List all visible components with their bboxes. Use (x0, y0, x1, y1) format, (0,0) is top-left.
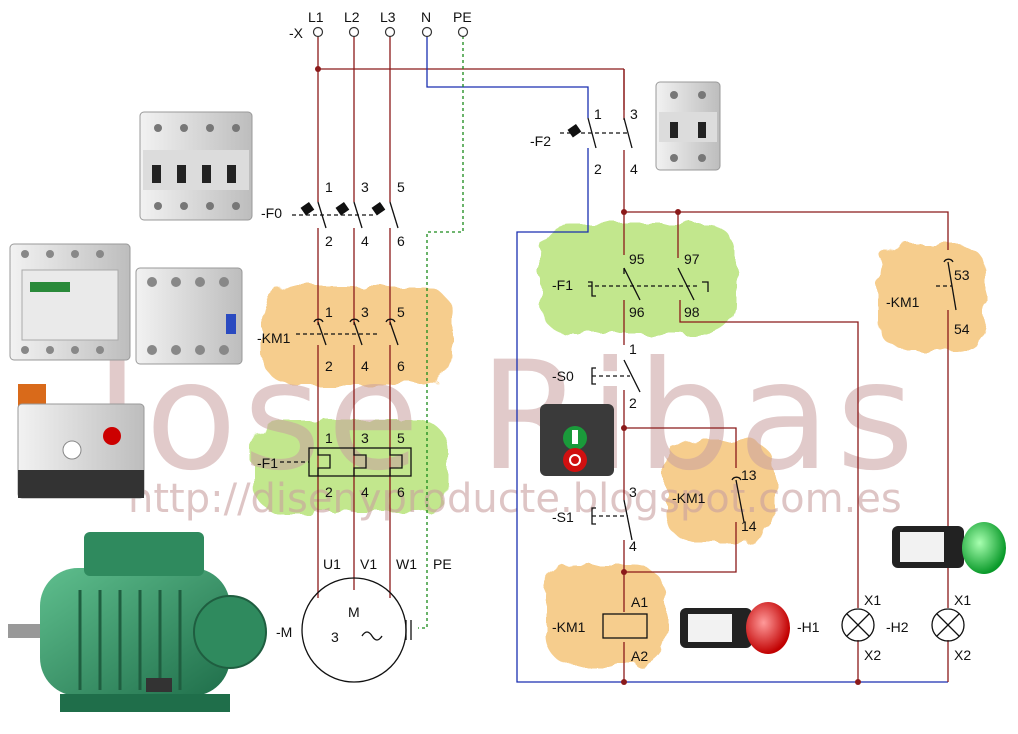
coil-tag: -KM1 (552, 619, 586, 635)
km1-14: 14 (741, 518, 757, 534)
s1-3: 3 (629, 484, 637, 500)
green-pilot-lamp-photo-icon (892, 522, 1006, 574)
lamp-run-symbol (931, 608, 965, 642)
overload-f1-tag: -F1 (257, 455, 278, 471)
f2-top-3: 3 (630, 106, 638, 122)
breaker-f0-tag: -F0 (261, 205, 282, 221)
s0-1: 1 (629, 341, 637, 357)
f0-bot-2: 2 (325, 233, 333, 249)
coil-km1 (602, 613, 648, 639)
line-label-n: N (421, 9, 431, 25)
line-label-l2: L2 (344, 9, 360, 25)
aux-contact-km1 (936, 258, 957, 311)
watermark-url: http://disenyproducte.blogspot.com.es (128, 476, 902, 522)
breaker-f0 (292, 201, 399, 229)
run-lamp-x1: X1 (954, 592, 971, 608)
f1-bot-4: 4 (361, 484, 369, 500)
km1-top-5: 5 (397, 304, 405, 320)
breaker-f2 (560, 117, 633, 149)
motor-phases: 3 (331, 629, 339, 645)
km1-bot-4: 4 (361, 358, 369, 374)
f1-top-1: 1 (325, 430, 333, 446)
run-lamp-x2: X2 (954, 647, 971, 663)
red-pilot-lamp-photo-icon (680, 602, 790, 654)
motor-symbol-m: M (348, 604, 360, 620)
f2-bot-2: 2 (594, 161, 602, 177)
breaker-4p-photo-icon (139, 111, 253, 221)
highlight-blobs (252, 224, 986, 665)
f0-bot-4: 4 (361, 233, 369, 249)
motor-w1: W1 (396, 556, 417, 572)
km1-13: 13 (741, 467, 757, 483)
km1-top-3: 3 (361, 304, 369, 320)
stop-button-s0 (591, 359, 641, 393)
contactor-km1-main (296, 318, 399, 346)
coil-a1: A1 (631, 594, 648, 610)
lamp-h1-tag: -H1 (797, 619, 820, 635)
overload-f1 (280, 447, 412, 477)
f1-top-3: 3 (361, 430, 369, 446)
coil-a2: A2 (631, 648, 648, 664)
motor-pe: PE (433, 556, 452, 572)
s1-4: 4 (629, 538, 637, 554)
neutral-wire (426, 36, 948, 683)
overload-relay-photo-icon (17, 384, 145, 499)
holding-contact-km1 (731, 476, 745, 523)
line-label-l1: L1 (308, 9, 324, 25)
motor-tag: -M (276, 624, 292, 640)
pushbutton-station-photo-icon (540, 404, 614, 476)
lamp-h2-tag: -H2 (886, 619, 909, 635)
breaker-f2-tag: -F2 (530, 133, 551, 149)
km1-53: 53 (954, 267, 970, 283)
motor-photo-icon (8, 532, 267, 712)
start-button-tag: -S1 (552, 509, 574, 525)
holding-contact-tag: -KM1 (672, 490, 706, 506)
f2-bot-4: 4 (630, 161, 638, 177)
motor-v1: V1 (360, 556, 377, 572)
f1-bot-2: 2 (325, 484, 333, 500)
line-label-pe: PE (453, 9, 472, 25)
f1-97: 97 (684, 251, 700, 267)
overload-contacts-tag: -F1 (552, 277, 573, 293)
f1-top-5: 5 (397, 430, 405, 446)
start-button-s1 (591, 499, 633, 541)
aux-block-photo-icon (135, 267, 243, 365)
motor-u1: U1 (323, 556, 341, 572)
f1-95: 95 (629, 251, 645, 267)
overload-contacts-f1 (588, 267, 709, 301)
terminal-strip (312, 26, 469, 38)
terminal-strip-label: -X (289, 25, 304, 41)
km1-bot-6: 6 (397, 358, 405, 374)
f0-top-3: 3 (361, 179, 369, 195)
line-label-l3: L3 (380, 9, 396, 25)
km1-54: 54 (954, 321, 970, 337)
motor-symbol (301, 577, 412, 683)
lamp-h2-symbol (841, 608, 875, 642)
km1-bot-2: 2 (325, 358, 333, 374)
f1-bot-6: 6 (397, 484, 405, 500)
stop-button-tag: -S0 (552, 368, 574, 384)
s0-2: 2 (629, 395, 637, 411)
earth-wire (418, 36, 464, 629)
km1-top-1: 1 (325, 304, 333, 320)
h2-x1: X1 (864, 592, 881, 608)
f0-bot-6: 6 (397, 233, 405, 249)
f1-98: 98 (684, 304, 700, 320)
f1-96: 96 (629, 304, 645, 320)
breaker-2p-photo-icon (655, 81, 721, 171)
f0-top-5: 5 (397, 179, 405, 195)
f0-top-1: 1 (325, 179, 333, 195)
contactor-photo-icon (9, 243, 131, 361)
f2-top-1: 1 (594, 106, 602, 122)
h2-x2: X2 (864, 647, 881, 663)
contactor-km1-tag: -KM1 (257, 330, 291, 346)
aux-contact-tag: -KM1 (886, 294, 920, 310)
